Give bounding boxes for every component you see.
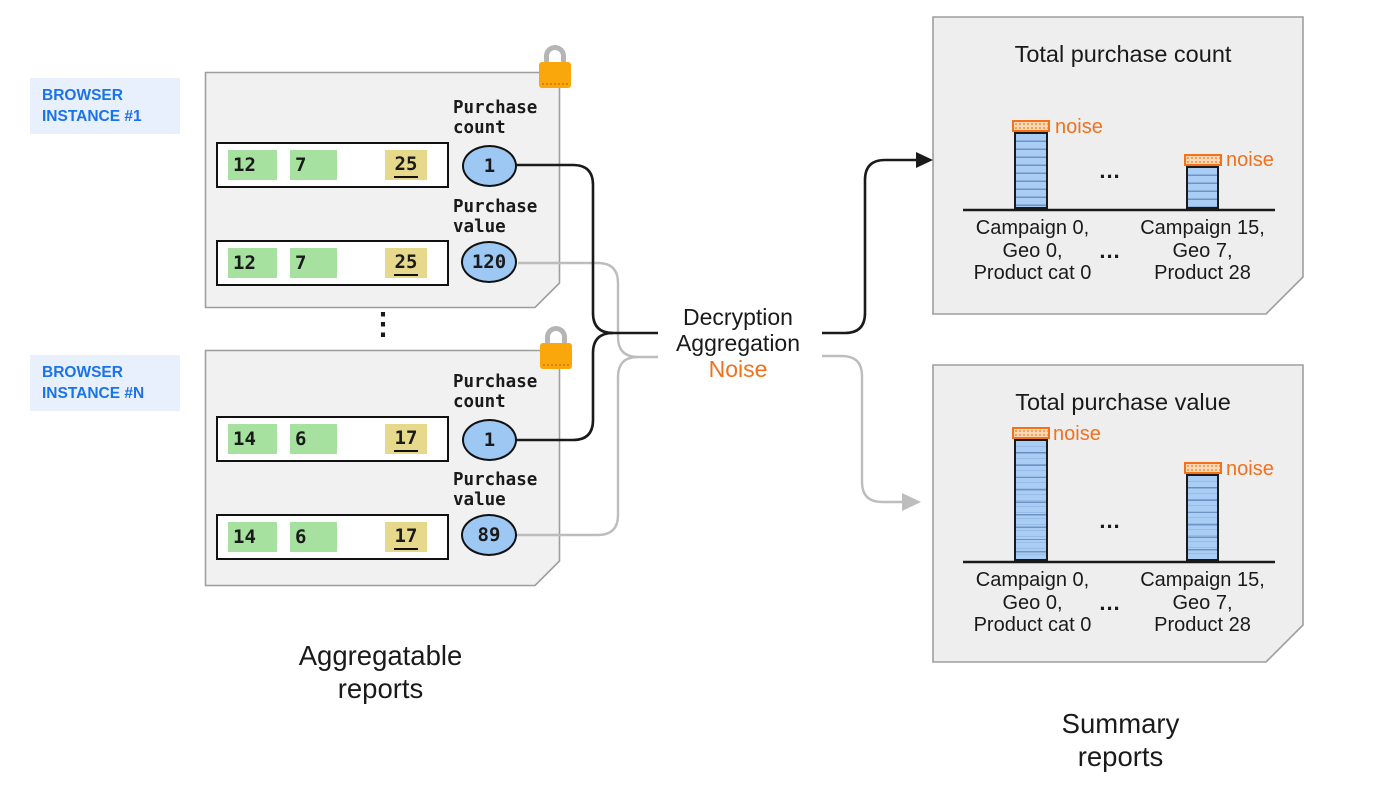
bucket-cell: 14 — [228, 522, 277, 552]
count-bar-2 — [1184, 0, 1222, 209]
histogram-contribution-row: 14 6 17 — [216, 416, 449, 462]
summary-reports-caption: Summary reports — [1061, 708, 1180, 772]
aggregation-step: Aggregation — [675, 330, 801, 356]
processing-steps: Decryption Aggregation Noise — [648, 304, 828, 382]
bucket-cell-highlight: 25 — [385, 248, 427, 278]
black-arrowhead-icon — [916, 152, 933, 168]
lock-shackle-icon — [544, 45, 566, 67]
bucket-value: 17 — [393, 427, 419, 452]
summary-box-count-outline — [932, 16, 1304, 315]
ellipsis-icon: ... — [1099, 590, 1121, 615]
ellipsis-icon: ... — [1099, 508, 1121, 533]
bucket-cell: 12 — [228, 248, 277, 278]
ellipsis-icon: ... — [1099, 158, 1121, 183]
bucket-cell-highlight: 17 — [385, 522, 427, 552]
count-x-label-right: Campaign 15, Geo 7, Product 28 — [1140, 217, 1265, 284]
lock-body-icon — [539, 62, 571, 88]
count-connector-out — [822, 158, 916, 335]
bucket-value: 17 — [393, 525, 419, 550]
value-connectors — [516, 261, 902, 537]
count-connectors — [516, 158, 916, 442]
count-bar-1 — [1012, 0, 1050, 209]
bucket-cell-highlight: 17 — [385, 424, 427, 454]
bucket-cell: 14 — [228, 424, 277, 454]
bucket-cell: 6 — [290, 424, 337, 454]
bucket-cell: 6 — [290, 522, 337, 552]
noise-cap — [1184, 462, 1222, 474]
browser-instance-1-label: BROWSER INSTANCE #1 — [30, 78, 180, 134]
histogram-contribution-row: 14 6 17 — [216, 514, 449, 560]
value-connector-1 — [518, 261, 658, 359]
bucket-cell: 7 — [290, 150, 337, 180]
purchase-count-bubble: 1 — [462, 145, 517, 187]
noise-annotation: noise — [1226, 149, 1274, 171]
bar — [1014, 439, 1048, 561]
bucket-value: 25 — [393, 251, 419, 276]
gray-arrowhead-icon — [902, 493, 921, 511]
value-bar-2 — [1184, 0, 1222, 561]
purchase-value-label: Purchase value — [453, 470, 538, 510]
aggregatable-reports-caption: Aggregatable reports — [298, 640, 463, 704]
count-x-label-left: Campaign 0, Geo 0, Product cat 0 — [973, 217, 1092, 284]
lock-icon — [540, 326, 572, 369]
ellipsis-vertical-icon: ⋮ — [368, 308, 398, 341]
decryption-step: Decryption — [683, 304, 793, 330]
count-connector-n — [516, 331, 614, 442]
purchase-count-bubble: 1 — [462, 419, 517, 461]
lock-icon — [539, 45, 571, 88]
purchase-value-label: Purchase value — [453, 197, 538, 237]
lock-body-icon — [540, 343, 572, 369]
purchase-value-bubble: 89 — [461, 514, 517, 556]
purchase-count-label: Purchase count — [453, 98, 538, 138]
noise-cap — [1012, 120, 1050, 132]
lock-shackle-icon — [545, 326, 567, 348]
bucket-cell: 7 — [290, 248, 337, 278]
purchase-value-bubble: 120 — [461, 241, 517, 283]
noise-cap — [1184, 154, 1222, 166]
count-chart-title: Total purchase count — [1014, 41, 1232, 67]
noise-cap — [1012, 427, 1050, 439]
value-bar-1 — [1012, 0, 1050, 561]
bar — [1186, 474, 1219, 561]
browser-instance-n-label: BROWSER INSTANCE #N — [30, 355, 180, 411]
bucket-cell: 12 — [228, 150, 277, 180]
purchase-count-label: Purchase count — [453, 372, 538, 412]
histogram-contribution-row: 12 7 25 — [216, 240, 449, 286]
value-connector-out — [822, 354, 902, 504]
value-x-label-right: Campaign 15, Geo 7, Product 28 — [1140, 569, 1265, 636]
ellipsis-icon: ... — [1099, 238, 1121, 263]
bucket-value: 25 — [393, 153, 419, 178]
noise-annotation: noise — [1053, 423, 1101, 445]
value-x-label-left: Campaign 0, Geo 0, Product cat 0 — [973, 569, 1092, 636]
bar — [1186, 166, 1219, 209]
noise-annotation: noise — [1226, 458, 1274, 480]
noise-step: Noise — [708, 356, 768, 382]
histogram-contribution-row: 12 7 25 — [216, 142, 449, 188]
value-connector-n — [516, 355, 639, 537]
value-chart-title: Total purchase value — [1015, 389, 1231, 415]
noise-annotation: noise — [1055, 116, 1103, 138]
count-connector-1 — [516, 163, 658, 335]
bucket-cell-highlight: 25 — [385, 150, 427, 180]
bar — [1014, 132, 1048, 209]
